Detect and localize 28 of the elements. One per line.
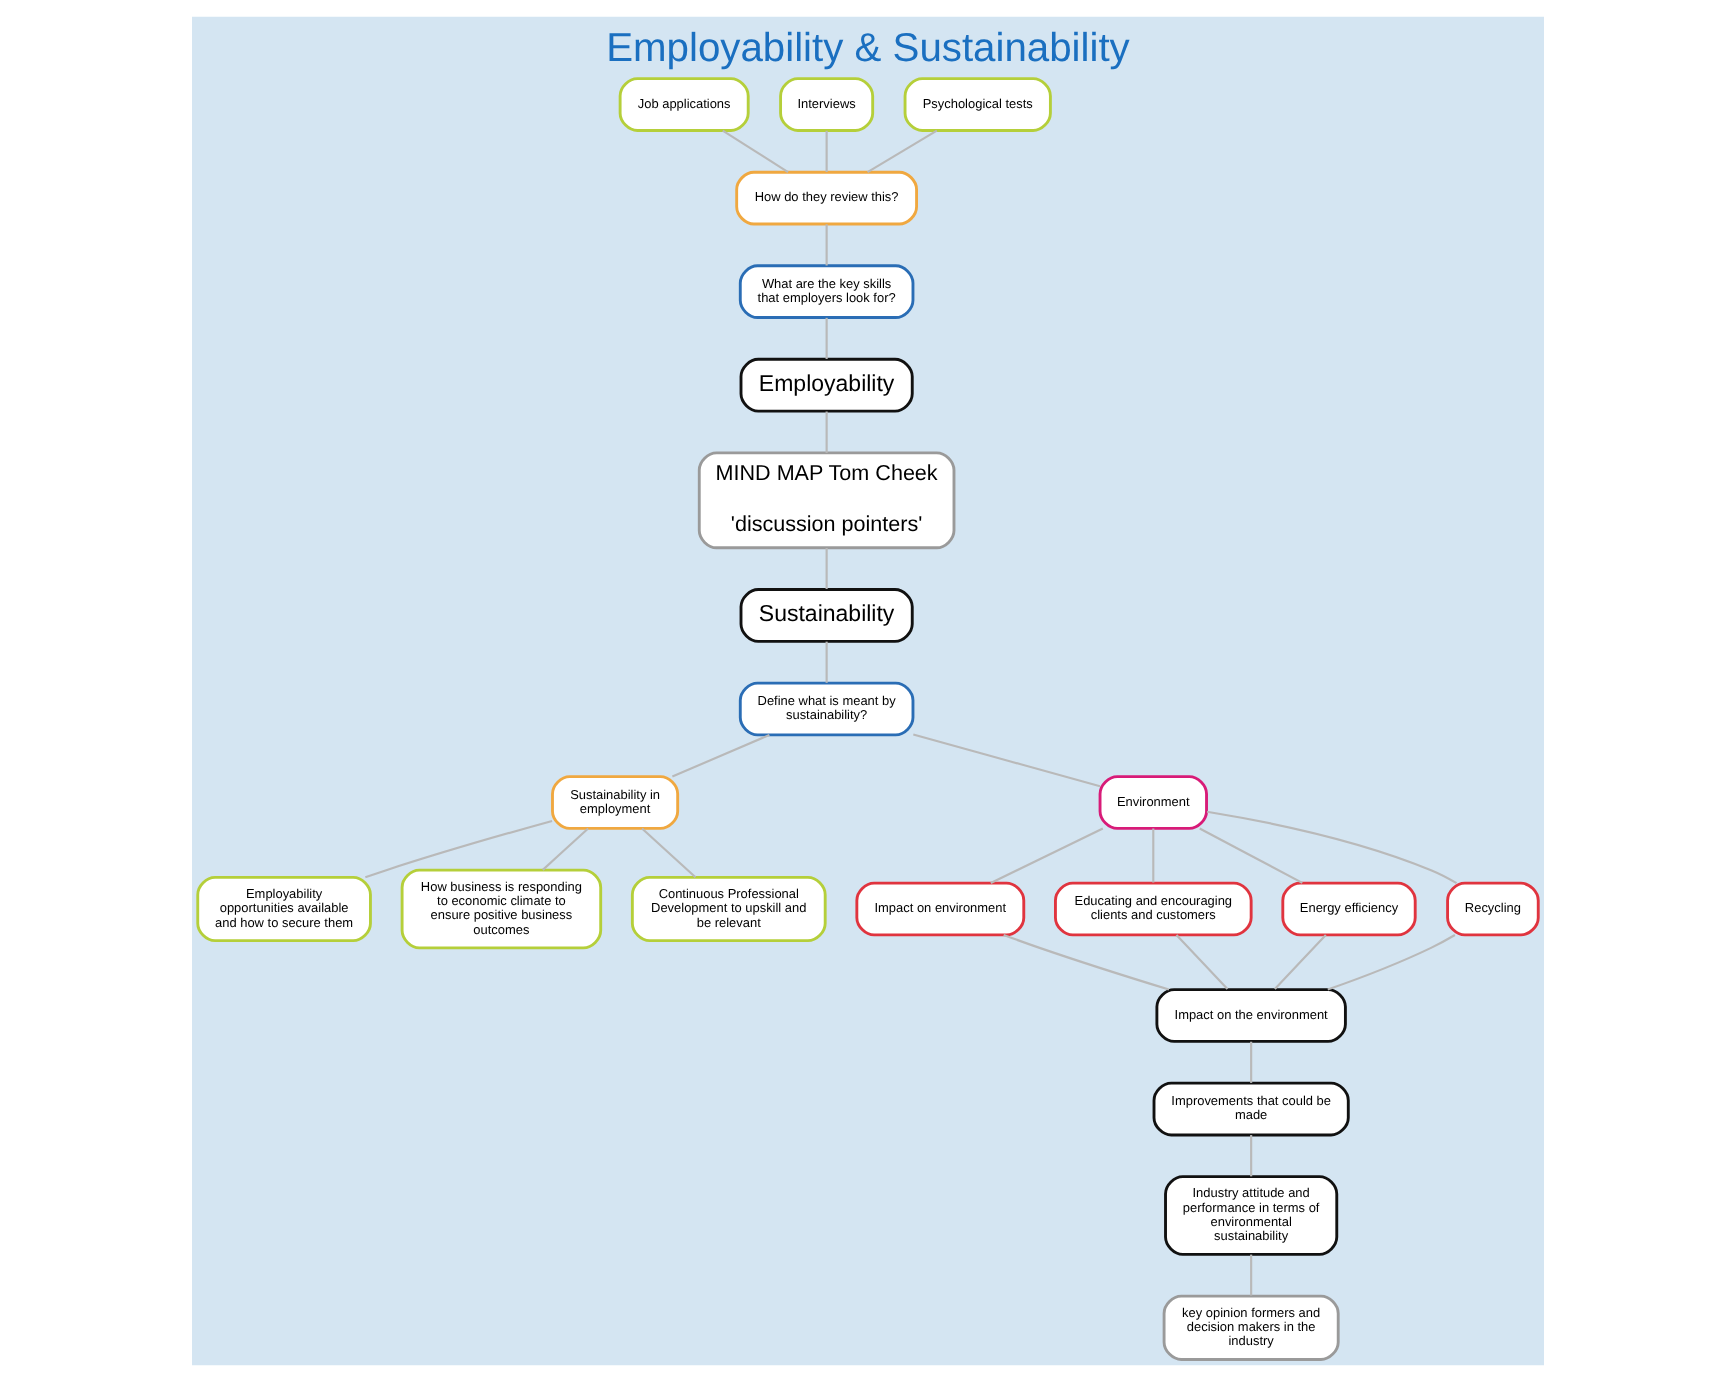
connector xyxy=(1152,828,1155,883)
connector xyxy=(1250,1041,1253,1083)
connector xyxy=(542,827,589,871)
connector xyxy=(1250,1135,1253,1177)
connector xyxy=(1206,810,1458,884)
connector xyxy=(1274,934,1327,990)
connector xyxy=(867,129,938,174)
connector xyxy=(671,733,770,778)
connector xyxy=(1175,934,1229,990)
connector xyxy=(1003,933,1170,991)
connector xyxy=(825,411,828,453)
connector xyxy=(641,827,697,879)
connector xyxy=(825,317,828,359)
connector xyxy=(365,819,553,879)
connector xyxy=(825,548,828,589)
node-box: Sustainability xyxy=(739,588,914,643)
node-box: Employability xyxy=(739,357,914,413)
connector xyxy=(1327,934,1456,991)
connector xyxy=(1250,1254,1253,1296)
node-box: MIND MAP Tom Cheek 'discussion pointers' xyxy=(697,451,956,550)
connector xyxy=(913,733,1101,788)
connector xyxy=(825,130,828,172)
connector xyxy=(825,641,828,683)
connector xyxy=(722,129,789,174)
connector xyxy=(1199,827,1303,884)
diagram-title: Employability & Sustainability xyxy=(606,26,1130,71)
connector xyxy=(825,224,828,266)
connector xyxy=(990,827,1104,884)
